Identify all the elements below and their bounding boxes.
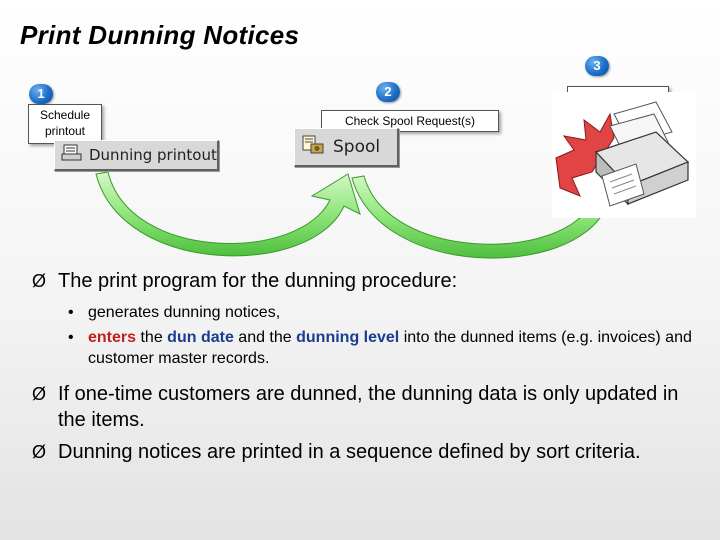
bullet-one-time-customers-text: If one-time customers are dunned, the du… bbox=[58, 383, 679, 431]
bullet-print-program: Ø The print program for the dunning proc… bbox=[32, 268, 702, 294]
dunning-printout-label: Dunning printout bbox=[89, 146, 217, 164]
dot-bullet-icon: • bbox=[68, 329, 74, 346]
check-spool-label: Check Spool Request(s) bbox=[321, 110, 499, 132]
text-the: the bbox=[136, 329, 168, 346]
page-title: Print Dunning Notices bbox=[20, 20, 300, 50]
step-1-badge: 1 bbox=[29, 84, 53, 104]
word-dun-date: dun date bbox=[167, 329, 234, 346]
arrow-bullet-icon: Ø bbox=[32, 442, 47, 462]
word-enters: enters bbox=[88, 329, 137, 346]
word-dunning-level: dunning level bbox=[296, 329, 400, 346]
bullet-sort-criteria-text: Dunning notices are printed in a sequenc… bbox=[58, 441, 641, 463]
bullet-one-time-customers: Ø If one-time customers are dunned, the … bbox=[32, 381, 702, 433]
arrow-bullet-icon: Ø bbox=[32, 271, 47, 291]
schedule-label-line2: printout bbox=[44, 124, 86, 138]
printer-icon bbox=[552, 101, 696, 222]
sub-bullet-generates-text: generates dunning notices, bbox=[88, 304, 281, 321]
schedule-label-line1: Schedule bbox=[39, 108, 91, 122]
schedule-printout-label: Schedule printout bbox=[28, 104, 102, 144]
sub-bullet-list: • generates dunning notices, • enters th… bbox=[32, 302, 702, 369]
text-and-the: and the bbox=[233, 329, 297, 346]
printer-illustration bbox=[552, 92, 696, 218]
arrow-step1-to-step2 bbox=[95, 171, 361, 257]
step-3-badge: 3 bbox=[585, 56, 609, 76]
bullet-print-program-text: The print program for the dunning proced… bbox=[58, 270, 458, 292]
spool-icon bbox=[301, 134, 327, 160]
bullet-sort-criteria: Ø Dunning notices are printed in a seque… bbox=[32, 439, 702, 465]
dunning-printout-button[interactable]: Dunning printout bbox=[54, 140, 219, 171]
dot-bullet-icon: • bbox=[68, 304, 74, 321]
bullet-list: Ø The print program for the dunning proc… bbox=[32, 268, 702, 465]
step-2-badge: 2 bbox=[376, 82, 400, 102]
sub-bullet-generates: • generates dunning notices, bbox=[32, 302, 702, 323]
sub-bullet-enters: • enters the dun date and the dunning le… bbox=[32, 327, 702, 369]
print-doc-icon bbox=[61, 144, 83, 166]
arrow-bullet-icon: Ø bbox=[32, 384, 47, 404]
spool-button[interactable]: Spool bbox=[294, 128, 399, 167]
spool-label: Spool bbox=[333, 137, 381, 157]
text-rest: into the dunned items (e.g. invoices) an… bbox=[88, 329, 692, 367]
